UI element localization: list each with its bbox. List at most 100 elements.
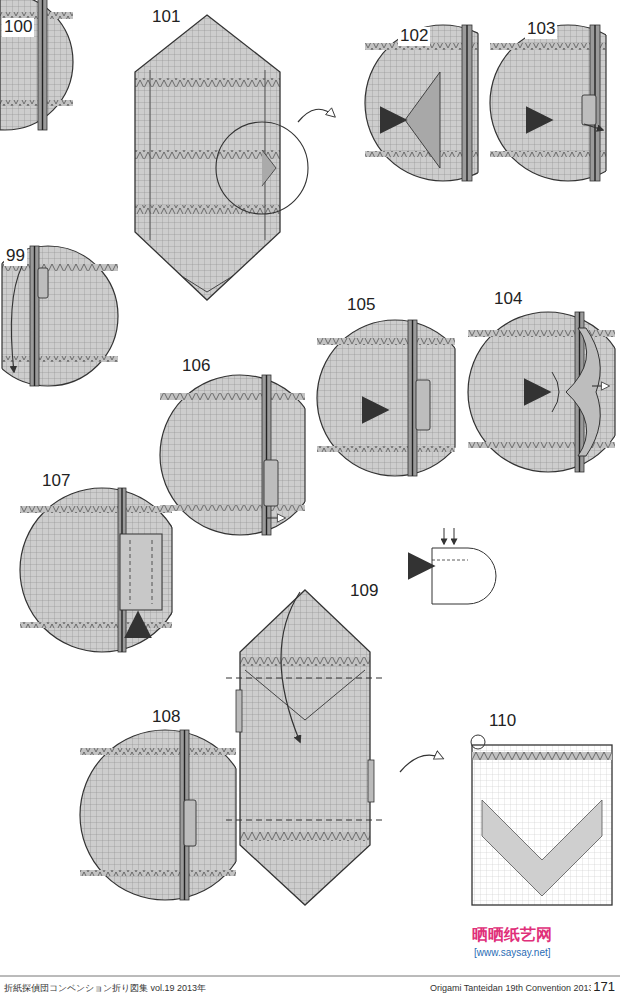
page-number: 171 — [591, 980, 617, 994]
crease-band — [317, 446, 455, 452]
watermark: 晒晒纸艺网 — [470, 926, 554, 944]
tab-flap — [38, 268, 48, 298]
pleat-edge — [42, 0, 43, 130]
circle-cut-edge — [1, 263, 2, 369]
pleat-edge — [34, 246, 35, 386]
paper-circle — [20, 488, 172, 652]
valley-fold-line — [226, 678, 386, 679]
footer-rule — [0, 976, 620, 977]
pleat-strip — [462, 25, 472, 181]
push-arrow — [388, 118, 402, 122]
folded-base — [130, 590, 380, 905]
circle-cut-edge — [477, 33, 478, 172]
step-number: 102 — [398, 27, 430, 46]
detail-circle — [2, 246, 118, 386]
detail-marker-circle — [216, 122, 308, 214]
view-arrow — [298, 109, 334, 122]
paper-circle — [2, 246, 118, 386]
circle-cut-edge — [614, 348, 615, 435]
crease-band — [160, 505, 305, 511]
base-outline — [135, 15, 280, 300]
step-number: 101 — [150, 8, 182, 27]
crease-band — [80, 748, 236, 755]
pleat-edge — [412, 320, 413, 476]
crease-band — [365, 151, 478, 157]
crease-band — [0, 100, 73, 106]
folded-base — [130, 15, 380, 300]
crease-band — [490, 43, 606, 50]
step-number: 109 — [348, 582, 380, 601]
pleat-triangle — [405, 72, 440, 168]
pull-arrow — [266, 517, 284, 518]
paper-circle — [0, 0, 73, 130]
step-number: 105 — [345, 296, 377, 315]
step-number: 99 — [4, 247, 27, 266]
circle-cut-edge — [454, 348, 455, 448]
detail-circle — [80, 730, 236, 900]
push-arrow — [532, 118, 548, 122]
circle-cut-edge — [304, 408, 305, 501]
tab-flap — [582, 95, 596, 125]
circle-cut-edge — [235, 768, 236, 861]
step-number: 100 — [2, 18, 34, 37]
paper-circle — [317, 320, 455, 476]
paper-circle — [160, 375, 305, 535]
pleat-strip — [38, 0, 47, 130]
crease-band — [130, 78, 380, 87]
fold-arrow — [11, 266, 22, 372]
fold-arrow — [281, 592, 300, 742]
tab-flap — [184, 800, 196, 846]
paper-circle — [468, 312, 615, 472]
tab-flap — [236, 690, 242, 732]
circle-cut-edge — [171, 527, 172, 612]
crease-band — [20, 622, 172, 628]
hidden-line — [130, 540, 131, 604]
detail-circle — [317, 320, 455, 476]
pleat-edge — [266, 375, 267, 535]
step-number: 103 — [525, 20, 557, 39]
step-number: 108 — [150, 708, 182, 727]
circle-cut-edge — [605, 35, 606, 171]
detail-circle — [160, 375, 305, 535]
detail-view — [432, 548, 496, 604]
crease-band — [472, 752, 612, 760]
pull-arrow — [592, 385, 608, 386]
fold-line — [150, 70, 151, 240]
turn-over-arrow — [400, 755, 442, 772]
fold-line — [432, 560, 468, 561]
pleat-strip — [262, 375, 271, 535]
press-arrow — [444, 528, 445, 544]
crease-band — [130, 832, 380, 841]
footer-text: Origami Tanteidan 19th Convention 2013 — [428, 984, 595, 994]
result-model — [472, 745, 612, 905]
crease-band — [468, 330, 615, 337]
step-number: 110 — [487, 712, 518, 731]
detail-circle — [490, 25, 606, 181]
crease-band — [490, 151, 606, 157]
step-number: 106 — [180, 357, 212, 376]
tab-flap — [368, 760, 374, 802]
paper-circle — [80, 730, 236, 900]
detail-marker-circle — [471, 735, 485, 749]
pleat-strip — [30, 246, 39, 386]
tab-flap — [264, 460, 278, 506]
tab-flap — [416, 380, 430, 430]
footer-text: 折紙探偵団コンベンション折り図集 vol.19 2013年 — [2, 984, 208, 994]
pleat-mark — [262, 150, 276, 186]
push-arrow — [136, 616, 140, 632]
pull-arrow — [584, 124, 603, 130]
circle-cut-edge — [0, 0, 1, 130]
detail-circle — [365, 25, 478, 181]
inset-flap — [120, 534, 162, 610]
crease-band — [20, 506, 172, 513]
paper-circle — [490, 25, 606, 181]
push-arrow — [368, 408, 384, 412]
swivel-crease — [552, 372, 559, 412]
crease-band — [317, 338, 455, 345]
crease-band — [160, 393, 305, 400]
push-arrow — [528, 390, 546, 394]
crease-band — [80, 870, 236, 876]
paper-circle — [365, 25, 478, 181]
press-arrow — [454, 528, 455, 544]
